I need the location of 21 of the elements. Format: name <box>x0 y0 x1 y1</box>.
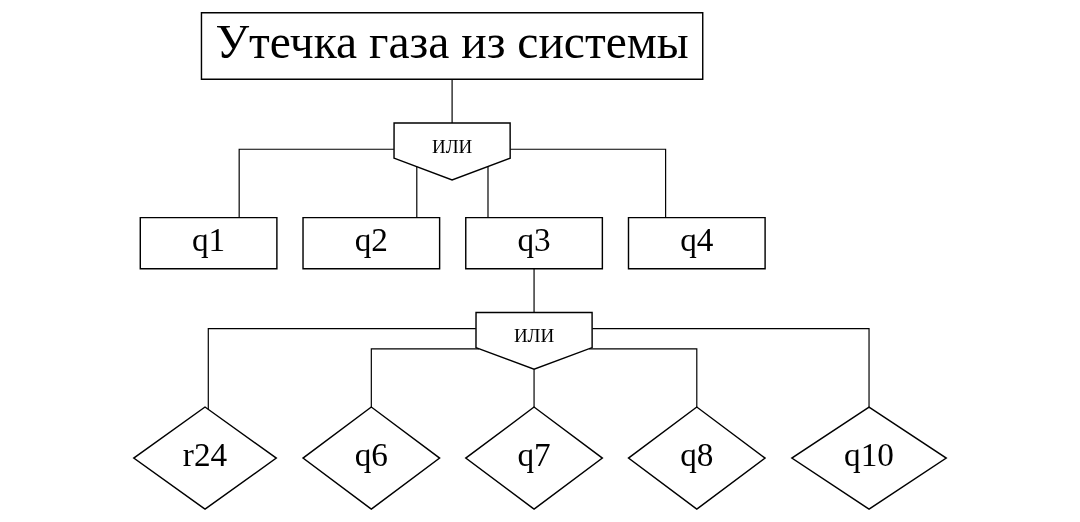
node-box: Утечка газа из системы <box>200 12 704 81</box>
node-box: q3 <box>465 216 604 270</box>
connector <box>533 368 535 408</box>
connector <box>207 328 477 410</box>
node-diamond: r24 <box>132 406 278 511</box>
connector <box>451 79 453 124</box>
node-diamond: q10 <box>790 406 948 511</box>
connector <box>370 348 480 408</box>
connector <box>591 328 870 408</box>
node-diamond: q7 <box>464 406 604 511</box>
node-box: q2 <box>302 216 441 270</box>
connector <box>416 166 418 219</box>
connector <box>588 348 698 408</box>
connector <box>509 148 667 219</box>
node-diamond: q6 <box>301 406 441 511</box>
connector <box>533 268 535 313</box>
node-box: q4 <box>627 216 766 270</box>
connector <box>238 148 395 219</box>
node-box: q1 <box>139 216 278 270</box>
node-diamond: q8 <box>627 406 767 511</box>
connector <box>487 166 489 219</box>
